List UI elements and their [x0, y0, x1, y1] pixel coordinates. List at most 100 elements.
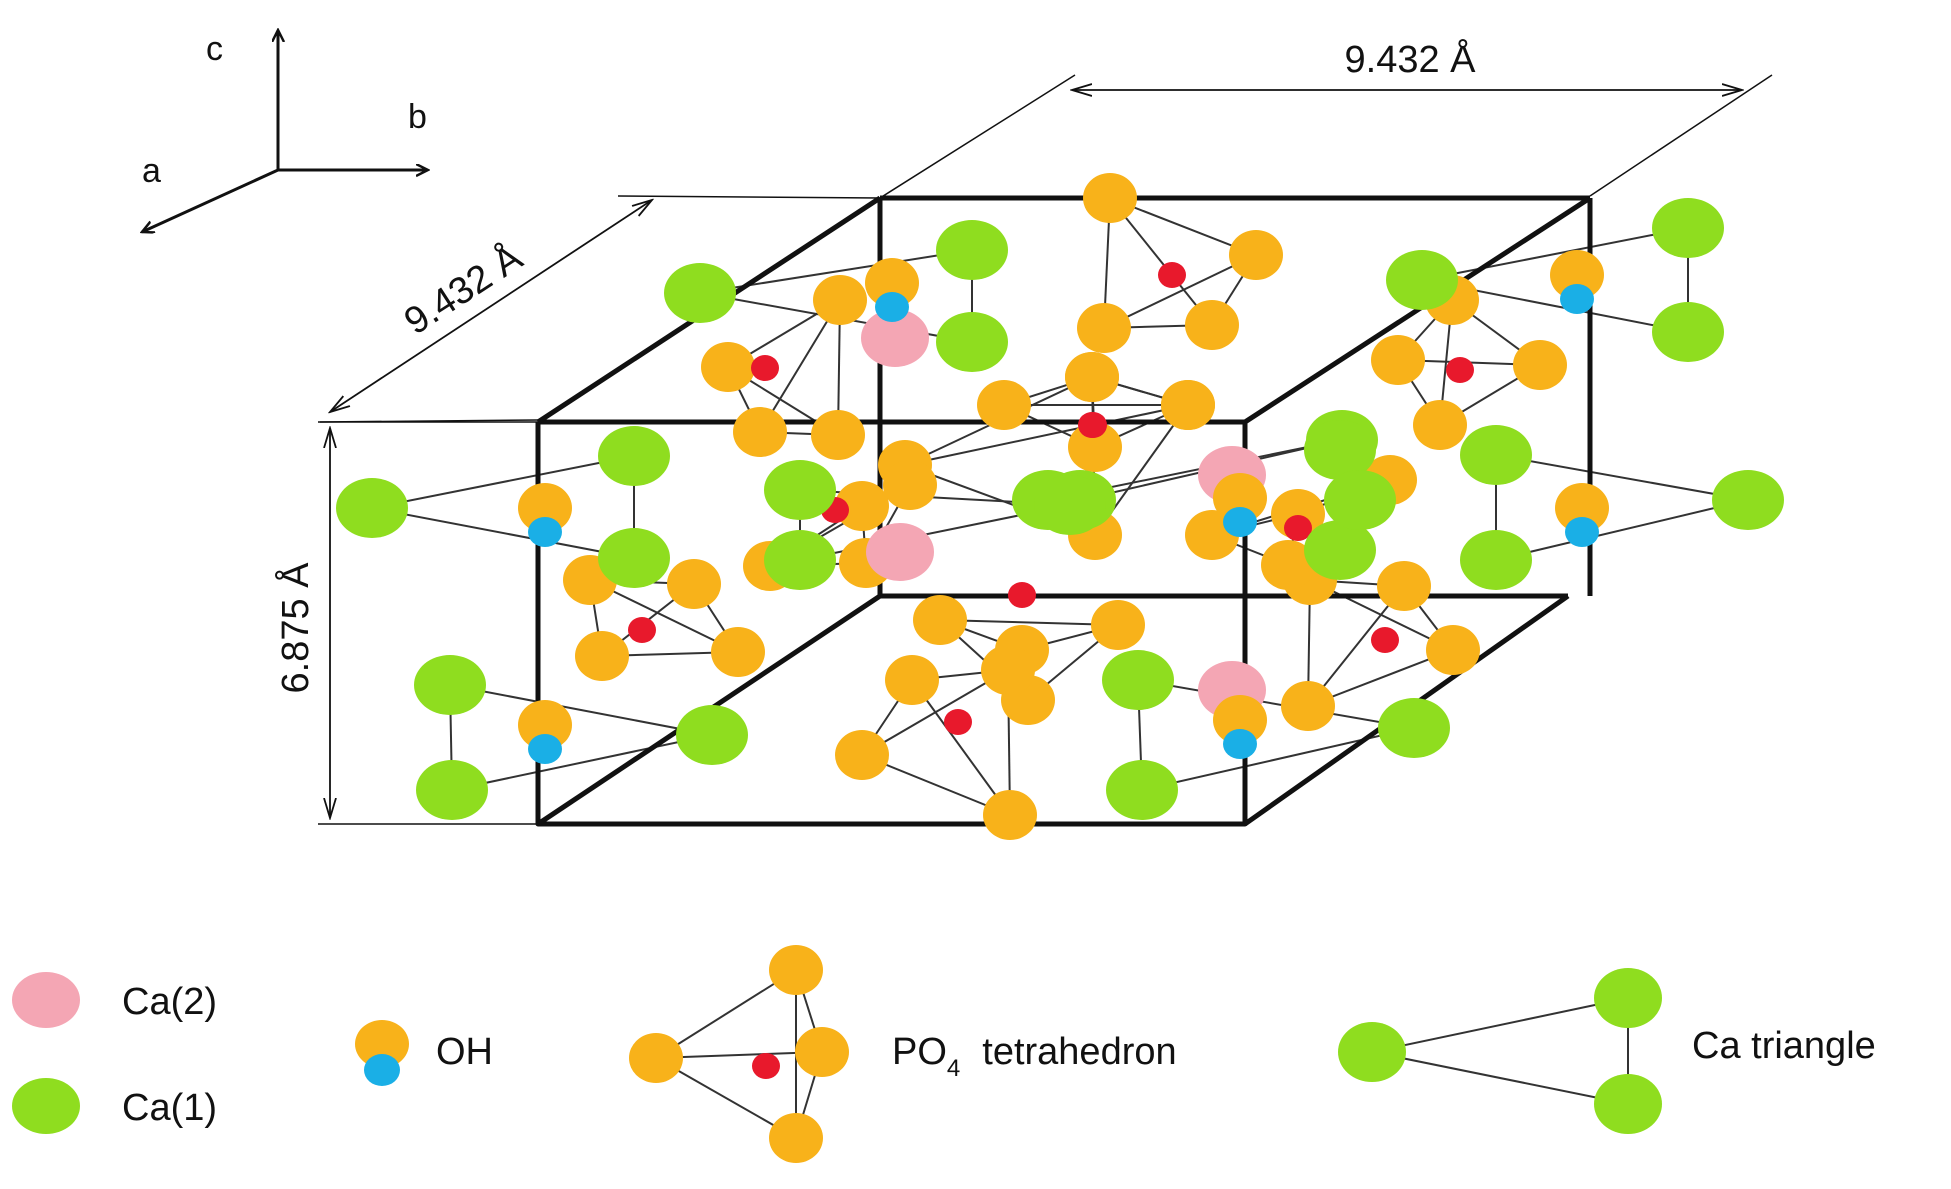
oxygen-atom — [883, 460, 937, 510]
triangle-ca — [1594, 1074, 1662, 1134]
legend-oh: OH — [355, 1020, 493, 1086]
ca1-atom — [1460, 530, 1532, 590]
oxygen-atom — [1065, 352, 1119, 402]
oxygen-atom — [835, 730, 889, 780]
ca2-swatch — [12, 972, 80, 1028]
oxygen-atom — [701, 342, 755, 392]
legend-ca-triangle-label: Ca triangle — [1692, 1025, 1876, 1067]
b-extension-right — [1589, 74, 1773, 197]
triangle-bond — [1371, 1051, 1629, 1105]
phosphorus-atom — [1008, 582, 1036, 608]
oxygen-atom — [1091, 600, 1145, 650]
oxygen-atom — [977, 380, 1031, 430]
legend-ca1-label: Ca(1) — [122, 1087, 217, 1129]
bond-line — [449, 684, 713, 736]
ca1-atom — [1324, 470, 1396, 530]
legend-ca2-label: Ca(2) — [122, 981, 217, 1023]
po4-subscript: 4 — [947, 1055, 960, 1082]
ca1-atom — [676, 705, 748, 765]
hydrogen-atom — [1223, 729, 1257, 759]
oxygen-atom — [1377, 561, 1431, 611]
a-axis-label: a — [142, 152, 161, 190]
ca1-atom — [1106, 760, 1178, 820]
oxygen-atom — [1161, 380, 1215, 430]
ca1-atom — [1652, 198, 1724, 258]
ca1-atom — [936, 220, 1008, 280]
a-dimension-arrow — [330, 200, 652, 412]
c-dimension-label: 6.875 Å — [273, 562, 317, 694]
ca1-atom — [1034, 475, 1106, 535]
hydrogen-atom — [528, 734, 562, 764]
triangle-ca — [1594, 968, 1662, 1028]
triangle-bond — [1371, 997, 1629, 1053]
oxygen-atom — [865, 258, 919, 308]
oxygen-atom — [1077, 303, 1131, 353]
ca1-atom — [1378, 698, 1450, 758]
po4-bond — [655, 1051, 823, 1059]
po4-bond — [655, 1057, 797, 1139]
ca1-atom — [1304, 520, 1376, 580]
ca1-swatch — [12, 1078, 80, 1134]
ca1-atom — [1102, 650, 1174, 710]
ca1-atom — [416, 760, 488, 820]
legend-oh-label: OH — [436, 1031, 493, 1073]
a-dimension-label: 9.432 Å — [396, 235, 530, 344]
ca2-atom — [866, 523, 934, 581]
oxygen-atom — [1371, 335, 1425, 385]
oxygen-atom — [711, 627, 765, 677]
oxygen-atom — [1550, 250, 1604, 300]
legend-ca-triangle — [1371, 997, 1629, 1105]
ca1-atom — [1712, 470, 1784, 530]
b-extension-left — [879, 74, 1076, 199]
phosphorus-atom — [751, 355, 779, 381]
cell-edge-top-right — [1243, 195, 1592, 425]
oxygen-atom — [885, 655, 939, 705]
oxygen-atom — [1213, 695, 1267, 745]
b-axis-label: b — [408, 98, 427, 136]
bond-line — [1495, 454, 1749, 501]
legend-ca2: Ca(2) — [12, 972, 217, 1028]
ca1-atom — [598, 528, 670, 588]
ca1-atom — [336, 478, 408, 538]
po4-word: tetrahedron — [982, 1031, 1176, 1073]
oxygen-atom — [667, 559, 721, 609]
oxygen-atom — [811, 410, 865, 460]
bond-line — [861, 669, 1009, 756]
oxygen-atom — [835, 481, 889, 531]
triangle-ca — [1338, 1022, 1406, 1082]
ca1-atom — [414, 655, 486, 715]
ca1-atom — [598, 426, 670, 486]
oxygen-atom — [575, 631, 629, 681]
bond-line — [1103, 254, 1257, 329]
bond-line — [939, 619, 1119, 626]
po4-oxygen — [629, 1033, 683, 1083]
bond-line — [451, 734, 713, 791]
po4-bond — [655, 969, 797, 1059]
ca1-atom — [1304, 420, 1376, 480]
ca1-atom — [1460, 425, 1532, 485]
bond-line — [371, 507, 635, 559]
oxygen-atom — [813, 275, 867, 325]
phosphorus-atom — [1371, 627, 1399, 653]
oxygen-atom — [1413, 400, 1467, 450]
bond-line — [759, 299, 841, 433]
phosphorus-atom — [1079, 412, 1107, 438]
oxygen-atom — [1083, 173, 1137, 223]
oxygen-atom — [518, 483, 572, 533]
oxygen-atom — [518, 700, 572, 750]
bond-line — [1495, 499, 1749, 561]
po4-oxygen — [769, 945, 823, 995]
ca1-atom — [764, 460, 836, 520]
ca1-atom — [1386, 250, 1458, 310]
oxygen-atom — [1281, 681, 1335, 731]
axis-indicator: c b a — [142, 30, 428, 232]
bond-line — [371, 455, 635, 509]
hydrogen-atom — [1223, 507, 1257, 537]
oxygen-atom — [1513, 340, 1567, 390]
phosphorus-atom — [1284, 515, 1312, 541]
po4-phosphorus — [752, 1053, 780, 1079]
oxygen-atom — [1426, 625, 1480, 675]
bond-line — [1137, 679, 1415, 729]
hydrogen-atom — [1560, 284, 1594, 314]
oxygen-atom — [983, 790, 1037, 840]
